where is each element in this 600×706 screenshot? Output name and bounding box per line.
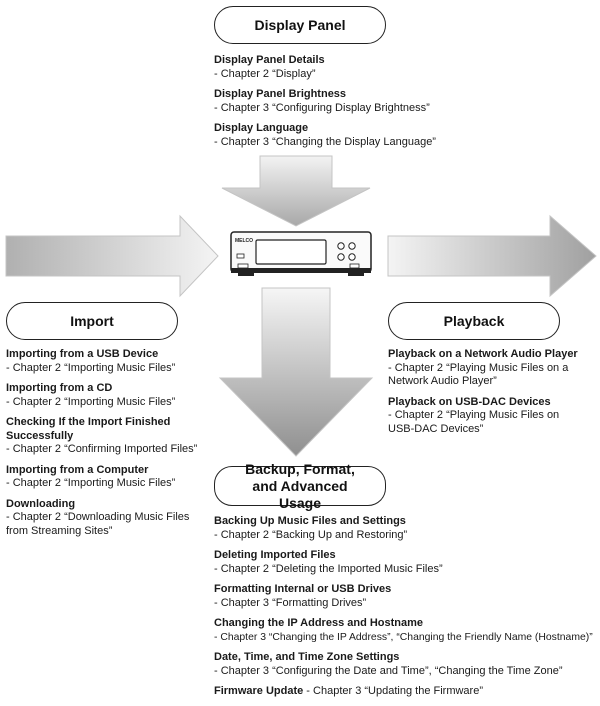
playback-section: Playback on a Network Audio Player - Cha… (388, 348, 598, 443)
display-item-ref: - Chapter 3 “Changing the Display Langua… (214, 135, 436, 148)
import-item: Importing from a Computer - Chapter 2 “I… (6, 464, 211, 491)
import-item-ref: - Chapter 2 “Importing Music Files” (6, 477, 176, 489)
import-item: Checking If the Import Finished Successf… (6, 416, 211, 457)
backup-section: Backing Up Music Files and Settings - Ch… (214, 515, 598, 706)
import-item: Downloading - Chapter 2 “Downloading Mus… (6, 498, 211, 539)
backup-item-ref: - Chapter 2 “Backing Up and Restoring” (214, 528, 408, 541)
display-item-ref: - Chapter 3 “Configuring Display Brightn… (214, 101, 430, 114)
playback-title: Playback (388, 302, 560, 340)
backup-item-title: Changing the IP Address and Hostname (214, 617, 424, 629)
backup-title: Backup, Format, and Advanced Usage (214, 461, 386, 511)
display-item-title: Display Panel Brightness (214, 88, 347, 100)
arrow-device-to-backup (218, 287, 374, 457)
backup-item-ref: - Chapter 3 “Changing the IP Address”, “… (214, 631, 593, 643)
import-item: Importing from a CD - Chapter 2 “Importi… (6, 382, 211, 409)
display-item: Display Language - Chapter 3 “Changing t… (214, 122, 514, 149)
display-item: Display Panel Brightness - Chapter 3 “Co… (214, 88, 514, 115)
arrow-device-to-playback (387, 214, 597, 298)
import-item-title: Checking If the Import Finished Successf… (6, 416, 171, 442)
backup-item-ref: - Chapter 3 “Configuring the Date and Ti… (214, 664, 563, 677)
display-item-ref: - Chapter 2 “Display” (214, 67, 316, 80)
backup-item-title: Date, Time, and Time Zone Settings (214, 651, 400, 663)
backup-item-ref: - Chapter 3 “Updating the Firmware” (303, 685, 483, 697)
backup-item: Formatting Internal or USB Drives - Chap… (214, 583, 598, 610)
backup-item-ref: - Chapter 3 “Formatting Drives” (214, 596, 367, 609)
display-item-title: Display Panel Details (214, 54, 325, 66)
backup-item: Backing Up Music Files and Settings - Ch… (214, 515, 598, 542)
arrow-import-to-device (5, 214, 219, 298)
display-panel-section: Display Panel Details - Chapter 2 “Displ… (214, 54, 514, 156)
backup-item-title: Formatting Internal or USB Drives (214, 583, 392, 595)
backup-item: Date, Time, and Time Zone Settings - Cha… (214, 651, 598, 678)
import-item-ref: - Chapter 2 “Importing Music Files” (6, 395, 176, 408)
import-item-ref: - Chapter 2 “Confirming Imported Files” (6, 443, 198, 455)
import-item-title: Importing from a CD (6, 382, 113, 394)
import-section: Importing from a USB Device - Chapter 2 … (6, 348, 211, 545)
arrow-display-to-device (221, 155, 371, 227)
display-item: Display Panel Details - Chapter 2 “Displ… (214, 54, 514, 81)
device-brand: MELCO (235, 238, 253, 244)
backup-item: Deleting Imported Files - Chapter 2 “Del… (214, 549, 598, 576)
backup-item-title: Deleting Imported Files (214, 549, 336, 561)
import-item-title: Downloading (6, 497, 76, 510)
playback-item-title: Playback on a Network Audio Player (388, 348, 578, 360)
backup-item: Firmware Update - Chapter 3 “Updating th… (214, 685, 598, 699)
playback-item-ref: - Chapter 2 “Playing Music Files on a Ne… (388, 361, 569, 388)
backup-item-title: Firmware Update (214, 685, 304, 697)
display-item-title: Display Language (214, 122, 309, 134)
backup-item: Changing the IP Address and Hostname - C… (214, 617, 598, 644)
playback-item-title: Playback on USB-DAC Devices (388, 395, 551, 408)
import-item-ref: - Chapter 2 “Downloading Music Files fro… (6, 511, 190, 537)
import-title: Import (6, 302, 178, 340)
display-panel-title: Display Panel (214, 6, 386, 44)
playback-item-ref: - Chapter 2 “Playing Music Files on USB-… (388, 409, 560, 435)
backup-item-ref: - Chapter 2 “Deleting the Imported Music… (214, 562, 443, 575)
import-item-title: Importing from a Computer (6, 463, 149, 476)
backup-item-title: Backing Up Music Files and Settings (214, 515, 406, 527)
import-item-title: Importing from a USB Device (6, 348, 159, 360)
playback-item: Playback on USB-DAC Devices - Chapter 2 … (388, 396, 598, 437)
import-item: Importing from a USB Device - Chapter 2 … (6, 348, 211, 375)
import-item-ref: - Chapter 2 “Importing Music Files” (6, 361, 176, 374)
playback-item: Playback on a Network Audio Player - Cha… (388, 348, 598, 389)
music-library-device: MELCO (230, 231, 372, 276)
